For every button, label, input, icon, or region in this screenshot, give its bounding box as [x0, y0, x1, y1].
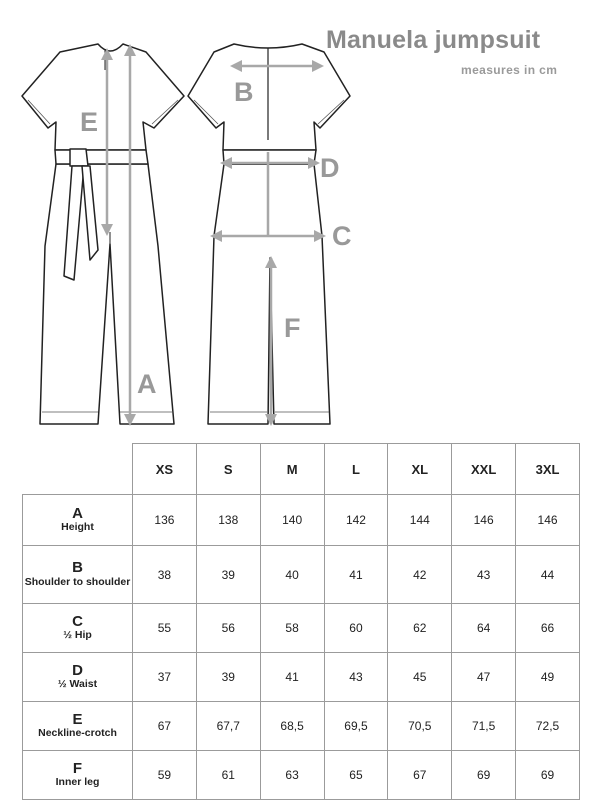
table-cell: 39 — [195, 652, 261, 702]
size-header: 3XL — [515, 443, 580, 495]
row-name: ½ Waist — [57, 678, 98, 691]
table-cell: 67 — [132, 701, 197, 751]
table-cell: 60 — [323, 603, 389, 653]
row-header: D ½ Waist — [22, 652, 133, 702]
table-cell: 70,5 — [387, 701, 453, 751]
label-c: C — [332, 221, 352, 251]
table-cell: 49 — [515, 652, 580, 702]
size-header: XXL — [451, 443, 517, 495]
size-header: XL — [387, 443, 453, 495]
row-name: Shoulder to shoulder — [24, 575, 131, 588]
table-cell: 62 — [387, 603, 453, 653]
table-cell: 68,5 — [259, 701, 325, 751]
table-row: A Height 136 138 140 142 144 146 146 — [22, 494, 580, 546]
back-view — [187, 43, 351, 425]
table-cell: 146 — [515, 494, 580, 546]
table-cell: 67,7 — [195, 701, 261, 751]
front-waistband — [54, 149, 149, 165]
row-name: Neckline-crotch — [38, 727, 117, 740]
table-cell: 138 — [195, 494, 261, 546]
table-cell: 58 — [259, 603, 325, 653]
table-row: D ½ Waist 37 39 41 43 45 47 49 — [22, 652, 580, 702]
row-letter: D — [72, 661, 83, 679]
row-letter: B — [72, 559, 83, 577]
table-cell: 69 — [515, 750, 580, 800]
table-cell: 59 — [132, 750, 197, 800]
row-name: ½ Hip — [63, 629, 92, 642]
table-cell: 65 — [323, 750, 389, 800]
size-chart-table: XS S M L XL XXL 3XL A Height 136 138 140… — [22, 443, 580, 800]
front-belt-end-2 — [81, 165, 99, 261]
row-letter: C — [72, 612, 83, 630]
table-cell: 45 — [387, 652, 453, 702]
label-b: B — [234, 77, 254, 107]
table-cell: 136 — [132, 494, 197, 546]
back-measures — [210, 60, 326, 426]
size-header: L — [323, 443, 389, 495]
table-cell: 43 — [323, 652, 389, 702]
table-cell: 69 — [451, 750, 517, 800]
front-measures — [101, 44, 136, 426]
table-cell: 71,5 — [451, 701, 517, 751]
table-cell: 63 — [259, 750, 325, 800]
table-corner — [22, 443, 133, 495]
label-a: A — [137, 369, 157, 399]
table-cell: 66 — [515, 603, 580, 653]
label-d: D — [320, 153, 340, 183]
back-bodice — [187, 43, 351, 151]
table-cell: 43 — [451, 545, 517, 604]
table-cell: 37 — [132, 652, 197, 702]
front-view — [21, 43, 185, 425]
size-header: S — [195, 443, 261, 495]
table-cell: 41 — [259, 652, 325, 702]
row-header: C ½ Hip — [22, 603, 133, 653]
table-cell: 144 — [387, 494, 453, 546]
row-header: E Neckline-crotch — [22, 701, 133, 751]
table-cell: 47 — [451, 652, 517, 702]
front-belt-end-1 — [63, 165, 85, 281]
table-cell: 41 — [323, 545, 389, 604]
table-cell: 61 — [195, 750, 261, 800]
table-cell: 38 — [132, 545, 197, 604]
row-name: Height — [61, 521, 94, 534]
label-e: E — [80, 107, 98, 137]
jumpsuit-illustration: E A B D C F — [21, 43, 352, 426]
table-cell: 44 — [515, 545, 580, 604]
table-cell: 69,5 — [323, 701, 389, 751]
table-row: F Inner leg 59 61 63 65 67 69 69 — [22, 750, 580, 800]
row-header: B Shoulder to shoulder — [22, 545, 133, 604]
table-header-row: XS S M L XL XXL 3XL — [22, 443, 580, 495]
row-header: A Height — [22, 494, 133, 546]
table-cell: 67 — [387, 750, 453, 800]
table-cell: 39 — [195, 545, 261, 604]
table-cell: 55 — [132, 603, 197, 653]
table-cell: 146 — [451, 494, 517, 546]
table-row: B Shoulder to shoulder 38 39 40 41 42 43… — [22, 545, 580, 604]
row-name: Inner leg — [55, 776, 100, 789]
table-row: C ½ Hip 55 56 58 60 62 64 66 — [22, 603, 580, 653]
table-cell: 42 — [387, 545, 453, 604]
row-letter: F — [72, 759, 83, 777]
table-row: E Neckline-crotch 67 67,7 68,5 69,5 70,5… — [22, 701, 580, 751]
row-letter: A — [72, 504, 83, 522]
table-cell: 56 — [195, 603, 261, 653]
size-header: M — [259, 443, 325, 495]
front-belt-knot — [69, 148, 89, 167]
table-cell: 40 — [259, 545, 325, 604]
page-title: Manuela jumpsuit — [326, 26, 541, 54]
table-cell: 142 — [323, 494, 389, 546]
row-header: F Inner leg — [22, 750, 133, 800]
row-letter: E — [72, 710, 83, 728]
label-f: F — [284, 313, 301, 343]
size-header: XS — [132, 443, 197, 495]
table-cell: 64 — [451, 603, 517, 653]
front-bodice — [21, 43, 185, 151]
table-cell: 140 — [259, 494, 325, 546]
page-subtitle: measures in cm — [461, 63, 558, 77]
table-cell: 72,5 — [515, 701, 580, 751]
